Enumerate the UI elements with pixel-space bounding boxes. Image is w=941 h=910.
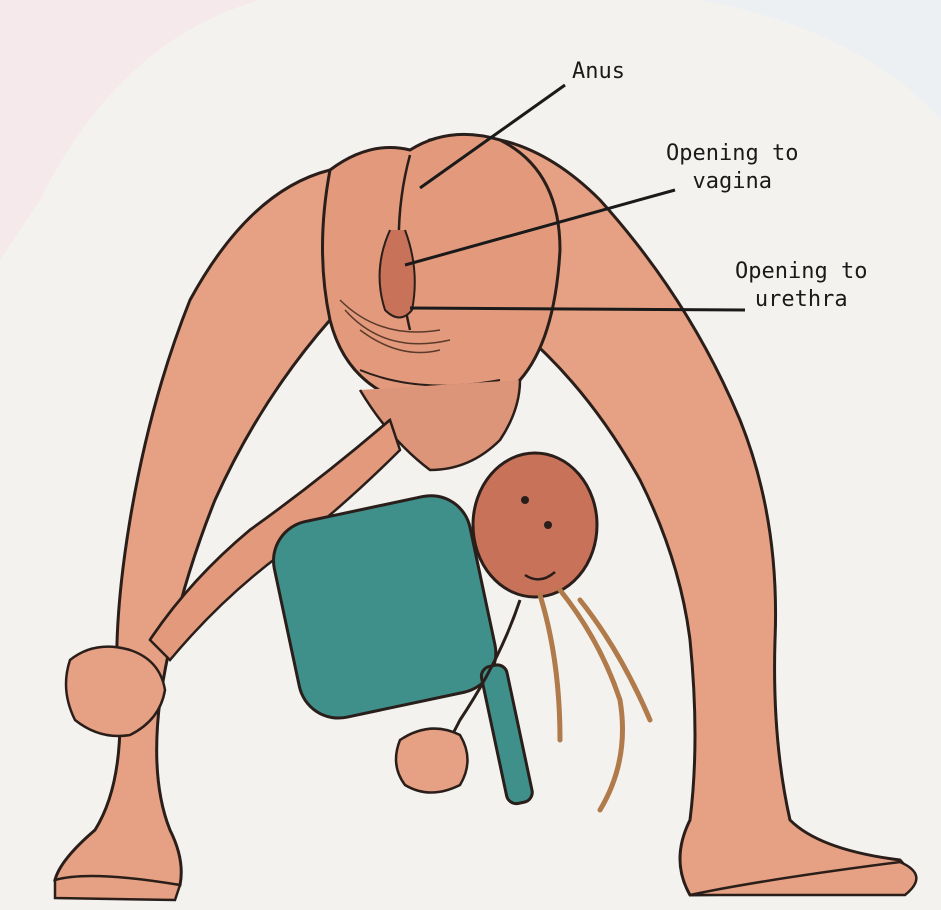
eye-right: [544, 521, 552, 529]
right-hand: [396, 729, 468, 793]
head: [473, 453, 597, 597]
mirror-handle: [480, 663, 535, 805]
label-vagina-line-1: Opening to: [666, 140, 798, 168]
label-anus-line-1: Anus: [572, 58, 625, 86]
mirror-face: [266, 488, 503, 725]
label-urethra-line-2: urethra: [735, 286, 867, 314]
labia: [380, 230, 415, 318]
label-urethra-opening: Opening to urethra: [735, 258, 867, 314]
corner-wash: [0, 0, 260, 260]
leader-line-urethra: [410, 308, 745, 310]
hair: [540, 590, 650, 810]
label-anus: Anus: [572, 58, 625, 86]
label-vagina-line-2: vagina: [666, 168, 798, 196]
label-urethra-line-1: Opening to: [735, 258, 867, 286]
label-vagina-opening: Opening to vagina: [666, 140, 798, 196]
pelvis: [323, 134, 561, 406]
eye-left: [521, 496, 529, 504]
corner-wash-right: [700, 0, 941, 120]
